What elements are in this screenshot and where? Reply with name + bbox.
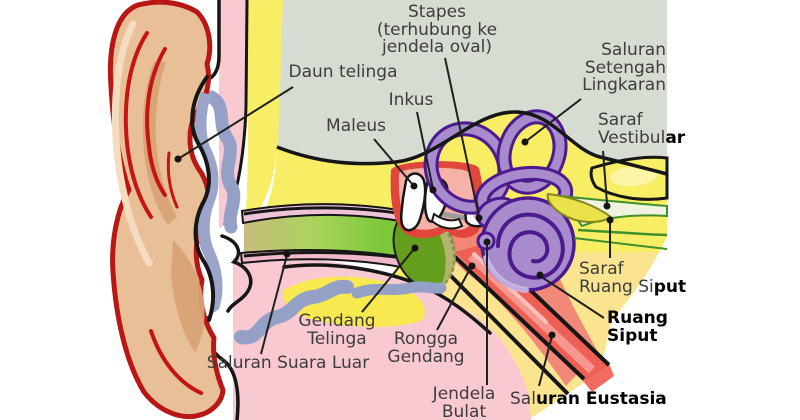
label-maleus: Maleus [326, 116, 386, 136]
label-saluran-suara-luar: Saluran Suara Luar [206, 353, 370, 373]
skull-bone-band [245, 0, 283, 226]
skull-outline [276, 110, 668, 176]
rongga-gendang-pointer [436, 266, 472, 331]
daun-telinga-pointer [177, 86, 294, 160]
cochlea [476, 196, 576, 293]
label-gendang-telinga: Gendang Telinga [298, 311, 376, 349]
label-saluran-eustasia: Saluran Eustasia [510, 389, 667, 409]
cochlea-spiral [496, 212, 565, 280]
label-jendela-bulat: Jendela Bulat [432, 384, 496, 420]
leader-dots [174, 138, 614, 339]
saluran-eustasia-pointer [538, 335, 553, 387]
malleus-bone [399, 172, 427, 232]
leader-lines [177, 57, 611, 387]
label-inkus: Inkus [388, 90, 434, 110]
gendang-telinga-pointer [361, 248, 415, 313]
head-panel [272, 0, 667, 174]
label-daun-telinga: Daun telinga [288, 62, 398, 82]
inkus-pointer [416, 111, 434, 190]
background-wedge [528, 236, 667, 420]
saluran-setengah-lingkaran-pointer [524, 98, 582, 143]
label-rongga-gendang: Rongga Gendang [387, 329, 465, 367]
ossicles [390, 161, 501, 239]
cartilage [204, 90, 447, 345]
cochlear-nerve [546, 192, 613, 223]
saluran-suara-luar-pointer [260, 254, 288, 355]
label-saraf-ruang-siput: Saraf Ruang Siput [579, 259, 687, 297]
ruang-siput-pointer [539, 275, 605, 319]
maleus-pointer [373, 138, 414, 186]
label-ruang-siput: Ruang Siput [607, 308, 668, 346]
stapes-pointer [444, 57, 480, 218]
label-stapes: Stapes (terhubung ke jendela oval) [376, 2, 498, 57]
label-saluran-setengah-lingkaran: Saluran Setengah Lingkaran [582, 40, 666, 95]
label-saraf-vestibular: Saraf Vestibular [598, 110, 686, 148]
saraf-vestibular-pointer [602, 150, 608, 205]
pinna [107, 0, 226, 420]
ear-canal [239, 203, 408, 269]
